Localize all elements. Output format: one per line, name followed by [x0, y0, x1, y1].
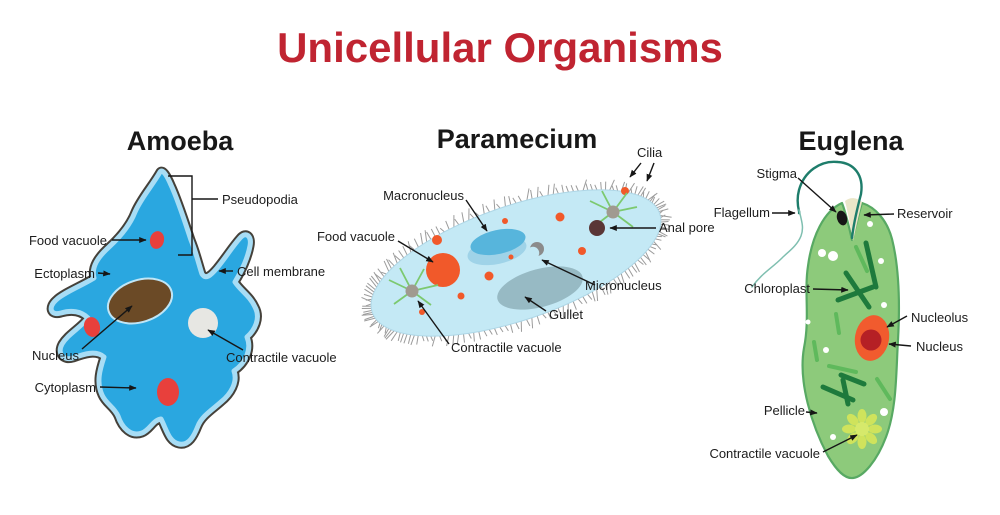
label-cytoplasm: Cytoplasm — [34, 380, 96, 395]
euglena-heading: Euglena — [798, 126, 904, 156]
label-macronucleus: Macronucleus — [383, 188, 464, 203]
label-cilia: Cilia — [637, 145, 663, 160]
chloroplast-rods-dark — [820, 240, 879, 407]
label-amoeba-contractile-vacuole: Contractile vacuole — [226, 350, 337, 365]
amoeba-illustration — [46, 166, 262, 449]
label-anal-pore: Anal pore — [659, 220, 715, 235]
euglena-contractile-vacuole-shape — [842, 409, 882, 449]
label-paramecium-food-vacuole: Food vacuole — [316, 229, 395, 244]
label-gullet: Gullet — [549, 307, 583, 322]
label-amoeba-nucleus: Nucleus — [32, 348, 79, 363]
label-chloroplast: Chloroplast — [744, 281, 810, 296]
label-reservoir: Reservoir — [897, 206, 953, 221]
label-flagellum: Flagellum — [713, 205, 770, 220]
label-stigma: Stigma — [756, 166, 797, 181]
label-cell-membrane: Cell membrane — [237, 264, 326, 279]
contractile-vacuole-star-left — [388, 267, 439, 306]
chloroplast-rods-light — [812, 245, 892, 401]
paramecium-pointer-lines — [397, 162, 656, 345]
euglena-pointer-lines — [772, 177, 912, 453]
euglena-white-dots — [805, 221, 888, 440]
gullet-shape — [497, 266, 583, 310]
stigma-shape — [836, 210, 848, 226]
label-amoeba-food-vacuole: Food vacuole — [28, 233, 107, 248]
macronucleus-shape — [470, 228, 526, 256]
paramecium-illustration — [361, 162, 672, 347]
flagellum-shape — [796, 160, 863, 240]
euglena-illustration — [751, 160, 912, 480]
paramecium-heading: Paramecium — [436, 124, 598, 154]
page-title: Unicellular Organisms — [277, 24, 723, 71]
label-ectoplasm: Ectoplasm — [34, 266, 95, 281]
nucleolus-shape — [860, 329, 882, 351]
label-pellicle: Pellicle — [763, 403, 805, 418]
pseudopodia-bracket — [168, 175, 193, 256]
food-particle-dots — [419, 187, 629, 315]
label-micronucleus: Micronucleus — [585, 278, 662, 293]
micronucleus-crescent-cut — [526, 246, 540, 260]
label-pseudopodia: Pseudopodia — [222, 192, 298, 207]
paramecium-cell-body — [370, 189, 662, 337]
label-euglena-nucleus: Nucleus — [916, 339, 963, 354]
amoeba-heading: Amoeba — [126, 126, 234, 156]
contractile-vacuole-star-right — [589, 190, 638, 228]
paramecium-food-vacuole-shape — [426, 253, 460, 287]
label-paramecium-contractile-vacuole: Contractile vacuole — [451, 340, 562, 355]
anal-pore-shape — [589, 220, 605, 236]
label-nucleolus: Nucleolus — [911, 310, 969, 325]
flagellum-tail-shape — [751, 209, 804, 288]
amoeba-food-vacuole-shapes — [83, 231, 179, 406]
label-euglena-contractile-vacuole: Contractile vacuole — [709, 446, 820, 461]
amoeba-pointer-lines — [81, 175, 244, 391]
